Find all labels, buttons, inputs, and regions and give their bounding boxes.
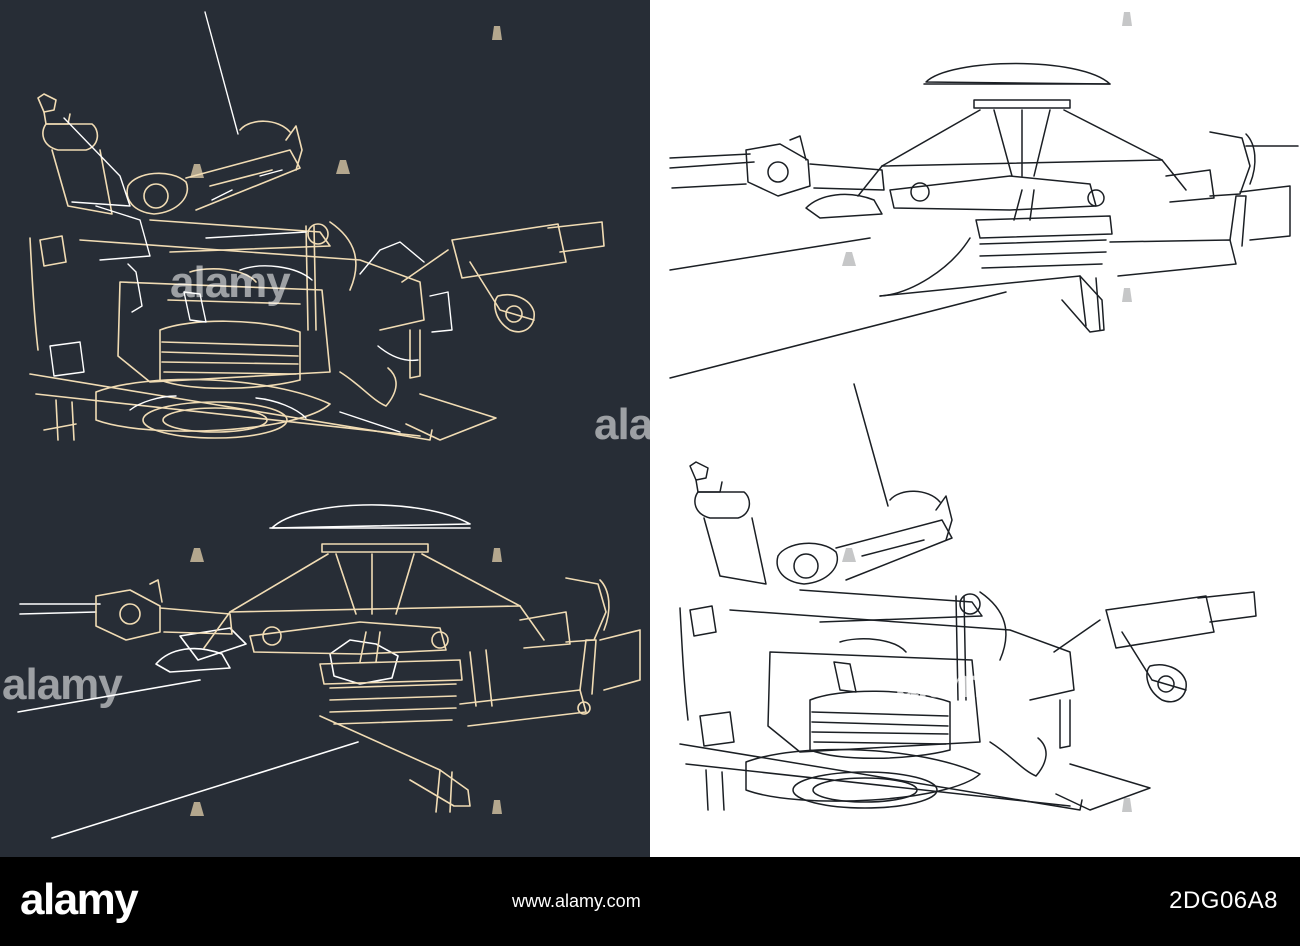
- image-id: 2DG06A8: [1169, 887, 1278, 914]
- footer-bar: alamy www.alamy.com 2DG06A8: [0, 857, 1300, 946]
- dark-watermark-alamy-bottom: alamy: [2, 660, 123, 709]
- dark-blueprint-panel: alamy alamy ala: [0, 0, 650, 857]
- light-ticks: [842, 12, 1132, 812]
- footer-logo: alamy: [20, 875, 139, 924]
- footer-url: www.alamy.com: [512, 891, 641, 911]
- dark-watermark-alamy: alamy: [170, 258, 291, 307]
- dark-watermark-ala: ala: [594, 400, 650, 449]
- dark-ticks: [190, 26, 502, 816]
- dark-rotor-hub-closeup: [29, 11, 605, 441]
- light-rotor-hub-closeup: [679, 383, 1257, 811]
- light-blueprint-panel: alamy: [650, 0, 1300, 857]
- light-rotor-hub-overview: [669, 62, 1299, 379]
- dark-panel-drawing: [17, 11, 641, 839]
- light-panel-drawing: [669, 12, 1299, 812]
- dark-rotor-hub-overview: [17, 504, 641, 839]
- light-watermark-alamy: alamy: [896, 662, 1005, 706]
